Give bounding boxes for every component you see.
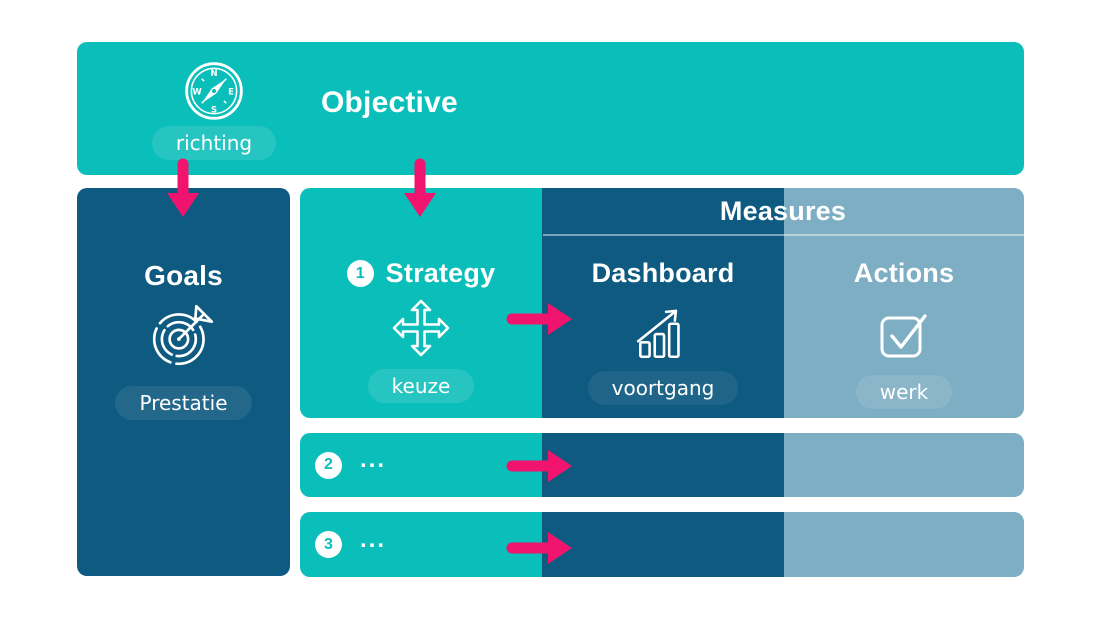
goals-title: Goals: [144, 260, 223, 291]
measures-underline: [543, 234, 1024, 236]
target-dart-icon: [148, 300, 220, 368]
move-arrows-icon: [386, 293, 456, 363]
actions-cell: Actions werk: [784, 188, 1024, 418]
strategy-row-1: 1 Strategy keuze Dashboard: [300, 188, 1024, 418]
measures-header: Measures: [719, 196, 847, 226]
svg-text:N: N: [210, 67, 217, 77]
actions-title: Actions: [853, 258, 955, 288]
strategy-cell: 1 Strategy keuze: [300, 188, 542, 418]
row2-strategy-segment: 2 ...: [300, 433, 542, 497]
checkbox-check-icon: [872, 303, 936, 363]
strategy-tag: keuze: [367, 369, 475, 403]
strategy-row-3: 3 ...: [300, 512, 1024, 577]
row3-strategy-segment: 3 ...: [300, 512, 542, 577]
strategy-title: Strategy: [385, 258, 496, 288]
dashboard-tag: voortgang: [587, 371, 739, 405]
strategy-title-row: 1 Strategy: [346, 258, 496, 289]
dashboard-title: Dashboard: [591, 258, 735, 288]
objective-title: Objective: [321, 85, 458, 119]
row2-actions-segment: [784, 433, 1024, 497]
objective-icon-group: N S E W richting: [149, 58, 279, 160]
row2-placeholder-dots: ...: [360, 446, 387, 473]
row3-number-badge: 3: [315, 531, 342, 558]
row2-number-badge: 2: [315, 451, 342, 479]
strategy-row-2: 2 ...: [300, 433, 1024, 497]
goals-box: Goals Prestatie: [77, 188, 290, 576]
svg-text:S: S: [211, 104, 217, 114]
objective-banner: N S E W richting Objective: [77, 42, 1024, 175]
row3-dashboard-segment: [542, 512, 784, 577]
dashboard-cell: Dashboard voortgang: [542, 188, 784, 418]
strategy-number-badge: 1: [346, 260, 374, 287]
actions-tag: werk: [855, 375, 953, 409]
objective-tag: richting: [151, 125, 277, 160]
row3-placeholder-dots: ...: [360, 525, 387, 553]
compass-icon: N S E W: [181, 58, 247, 124]
row3-actions-segment: [784, 512, 1024, 577]
bar-chart-trend-icon: [630, 301, 696, 363]
row2-dashboard-segment: [542, 433, 784, 497]
svg-text:W: W: [192, 86, 202, 96]
svg-text:E: E: [228, 86, 234, 96]
goals-tag: Prestatie: [115, 386, 252, 420]
